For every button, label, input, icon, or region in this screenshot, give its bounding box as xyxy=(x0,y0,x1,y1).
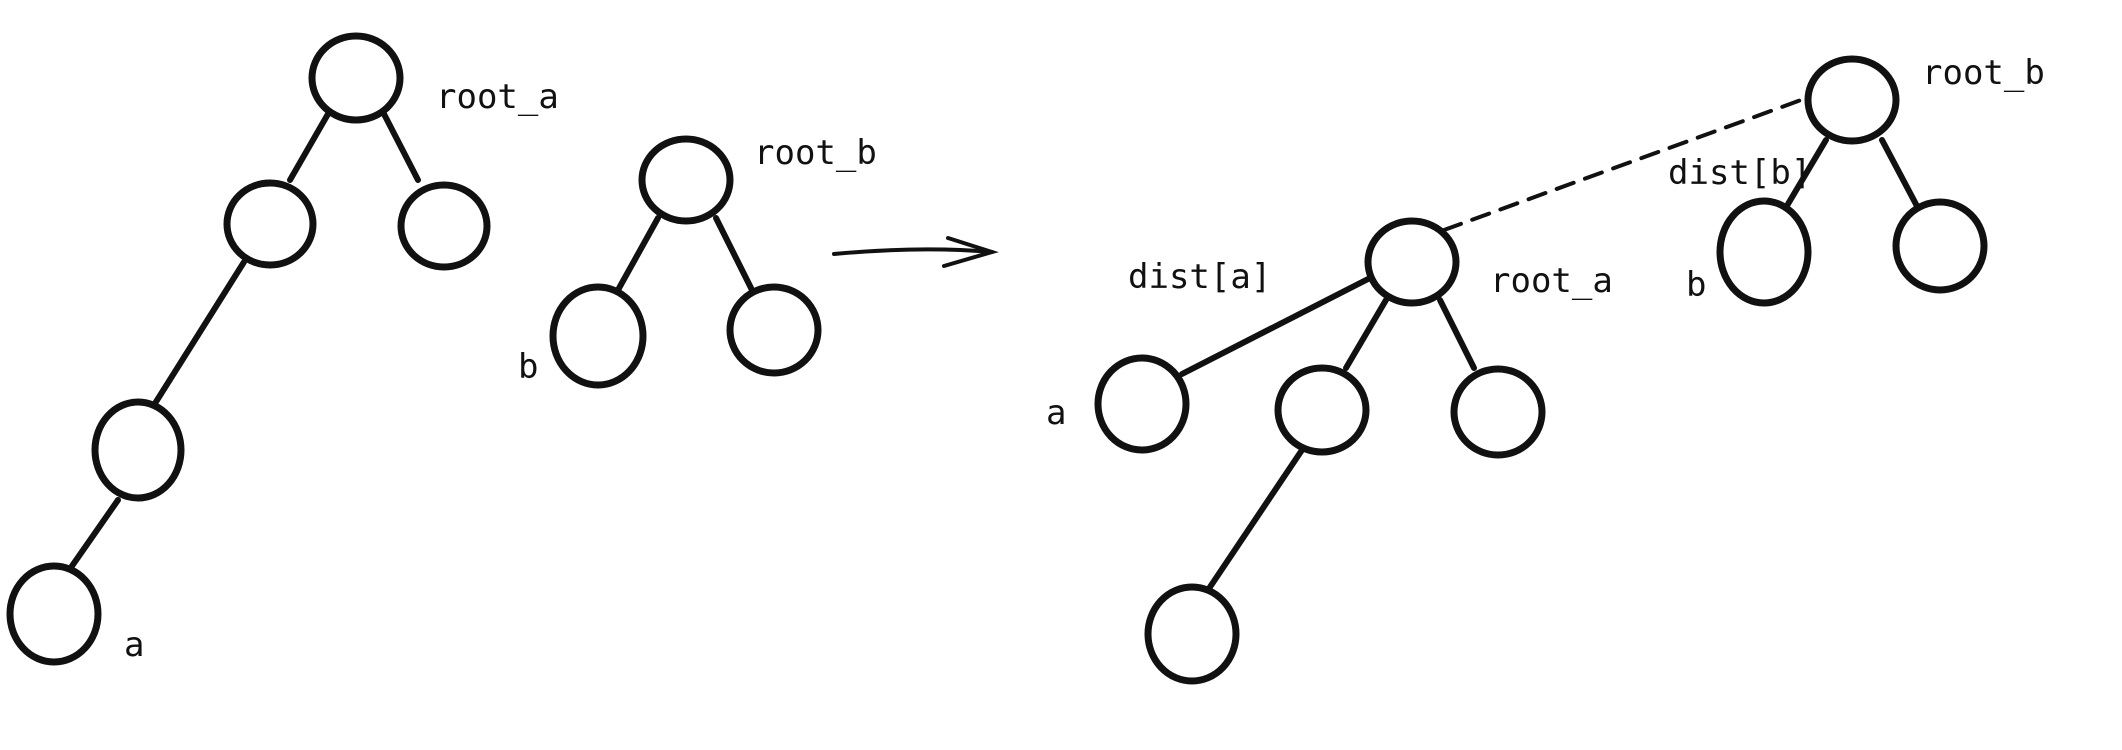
edge xyxy=(615,215,661,293)
tree-b-node-b xyxy=(549,283,647,389)
edge xyxy=(1437,297,1477,371)
edge xyxy=(1785,137,1829,207)
label-a: a xyxy=(1046,393,1066,433)
merged-node-b xyxy=(1716,197,1812,307)
edge xyxy=(713,215,755,293)
tree-b-node xyxy=(726,283,822,377)
tree-a-node xyxy=(91,398,185,502)
label-root-a: root_a xyxy=(436,77,559,117)
tree-a-node-a xyxy=(6,562,102,666)
label-b: b xyxy=(1686,265,1706,305)
merged-root-a-node xyxy=(1364,217,1460,307)
merged-node xyxy=(1892,198,1988,294)
edge xyxy=(381,111,421,183)
merged-node-a xyxy=(1094,354,1190,454)
edge xyxy=(1879,137,1921,211)
tree-a-node xyxy=(223,179,317,269)
merged-node xyxy=(1144,583,1240,685)
tree-b-root-node xyxy=(638,135,734,225)
label-dist-a: dist[a] xyxy=(1128,257,1271,297)
arrow-head xyxy=(942,236,999,268)
right-merged-trees: dist[a] root_a a dist[b] root_b b xyxy=(1046,53,2045,685)
dist-b-dashed-edge xyxy=(1442,94,1814,232)
left-tree-b: root_b b xyxy=(518,133,877,389)
tree-a-node xyxy=(397,181,491,271)
arrow-shaft xyxy=(832,247,994,256)
label-root-b: root_b xyxy=(754,133,877,173)
dist-a-edge xyxy=(1179,275,1373,377)
merged-node xyxy=(1450,365,1546,459)
transform-arrow xyxy=(832,236,999,268)
edge xyxy=(1343,297,1389,371)
label-a: a xyxy=(124,625,144,665)
left-tree-a: root_a a xyxy=(6,32,559,666)
label-root-b: root_b xyxy=(1922,53,2045,93)
edge xyxy=(287,111,331,183)
edge xyxy=(151,259,247,408)
label-root-a: root_a xyxy=(1490,261,1613,301)
tree-a-root-node xyxy=(308,32,404,124)
merged-node xyxy=(1274,364,1370,456)
edge xyxy=(69,497,121,569)
label-dist-b: dist[b] xyxy=(1668,153,1811,193)
edge xyxy=(1205,447,1305,593)
label-b: b xyxy=(518,347,538,387)
merged-root-b-node xyxy=(1804,55,1900,145)
